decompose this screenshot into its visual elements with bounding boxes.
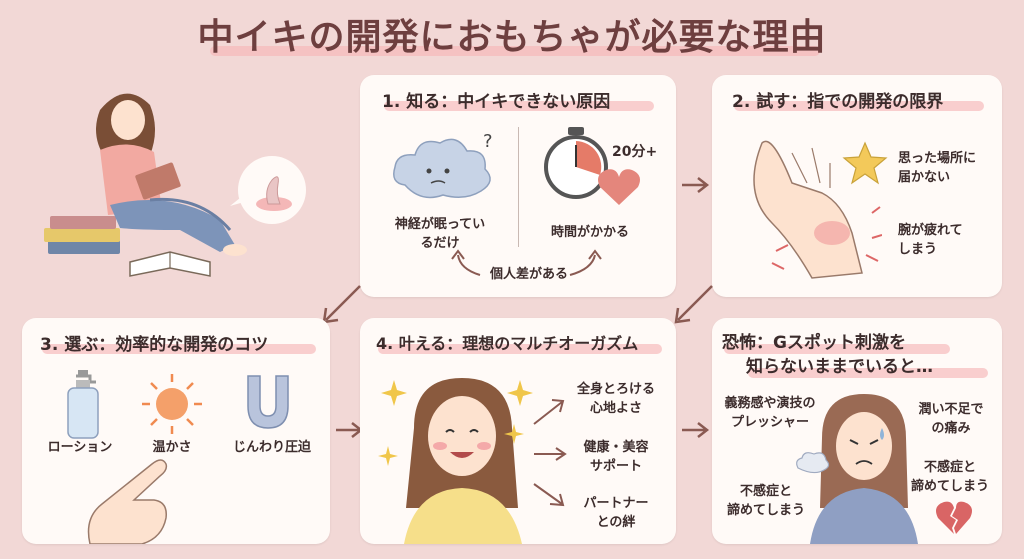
card-know-title: 1. 知る：中イキできない原因 <box>382 92 611 112</box>
sun-icon <box>140 372 204 436</box>
card-know: 1. 知る：中イキできない原因 ? 神経が眠ってい るだけ 20分+ 時間がかか… <box>360 75 676 297</box>
timer-label: 20分+ <box>612 144 658 160</box>
sparkle-icon-right <box>500 376 540 456</box>
card-try: 2. 試す：指での開発の限界 思った場所に 届かない 腕が疲れて しまう <box>712 75 1002 297</box>
woman-reading-illustration <box>30 80 300 290</box>
card-fear-title-line1: 恐怖：Gスポット刺激を <box>722 333 906 353</box>
cause-label-2: 時間がかかる <box>550 225 629 240</box>
worried-woman-illustration <box>808 388 918 544</box>
divider <box>518 127 519 247</box>
wind-puff-icon <box>792 448 832 478</box>
lotion-bottle-icon <box>62 370 102 440</box>
note-arrows <box>440 247 610 287</box>
card-achieve-title: 4. 叶える：理想のマルチオーガズム <box>376 334 639 353</box>
result-label-1: 全身とろける 心地よさ <box>576 382 655 416</box>
result-label-2: 健康・美容 サポート <box>583 440 649 474</box>
card-achieve: 4. 叶える：理想のマルチオーガズム 全身とろける <box>360 318 676 544</box>
card-fear-title-line2: 知らないままでいると… <box>746 357 933 377</box>
fear-label-4: 不感症と 諦めてしまう <box>910 460 989 494</box>
star-icon <box>842 141 888 185</box>
cause-label-1: 神経が眠ってい るだけ <box>394 217 486 251</box>
card-fear: 恐怖：Gスポット刺激を 知らないままでいると… 義務感や演技の プレッシャー 潤… <box>712 318 1002 544</box>
tip-label-2: 温かさ <box>152 440 192 455</box>
arrow-1-to-2 <box>680 175 710 195</box>
result-label-3: パートナー との絆 <box>583 496 649 530</box>
fear-label-1: 義務感や演技の プレッシャー <box>724 396 816 430</box>
limit-label-2: 腕が疲れて しまう <box>898 223 963 257</box>
fear-label-2: 潤い不足で の痛み <box>918 402 984 436</box>
cloud-icon: ? <box>385 125 505 215</box>
stopwatch-icon <box>538 125 618 205</box>
heart-icon <box>596 167 642 207</box>
card-try-title: 2. 試す：指での開発の限界 <box>732 92 944 112</box>
tip-label-1: ローション <box>47 440 113 455</box>
hand-icon <box>732 123 882 283</box>
sparkle-icon <box>374 376 414 486</box>
tip-label-3: じんわり圧迫 <box>232 440 311 455</box>
broken-heart-icon <box>934 500 974 536</box>
note-label: 個人差がある <box>490 267 569 282</box>
toy-icon <box>256 176 292 211</box>
toy-bubble <box>228 150 310 232</box>
card-choose: 3. 選ぶ：効率的な開発のコツ ローション 温かさ じんわり圧迫 <box>22 318 330 544</box>
svg-text:?: ? <box>483 131 493 152</box>
title-highlight <box>210 46 820 56</box>
arrow-4-to-5 <box>680 420 710 440</box>
pointing-hand-icon <box>82 448 192 544</box>
u-shape-toy-icon <box>240 372 296 432</box>
happy-woman-illustration <box>384 368 544 544</box>
fear-label-3: 不感症と 諦めてしまう <box>726 484 805 518</box>
arrow-2-to-4 <box>670 282 716 328</box>
page-title: 中イキの開発におもちゃが必要な理由 <box>197 17 827 58</box>
limit-label-1: 思った場所に 届かない <box>898 151 977 185</box>
card-choose-title: 3. 選ぶ：効率的な開発のコツ <box>40 335 269 355</box>
result-arrows <box>530 388 570 508</box>
